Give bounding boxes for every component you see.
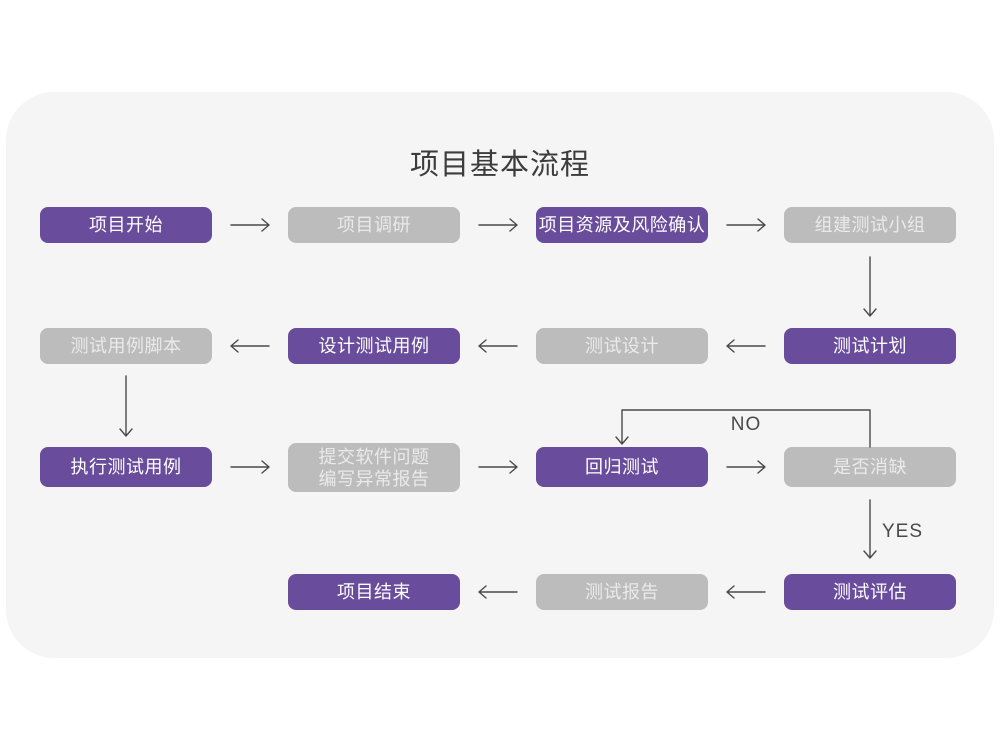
node-test-evaluation: 测试评估 — [784, 574, 956, 610]
page-title: 项目基本流程 — [409, 149, 590, 181]
flowchart-card — [6, 92, 994, 658]
node-project-end: 项目结束 — [288, 574, 460, 610]
node-build-test-team: 组建测试小组 — [784, 207, 956, 243]
edge-label-no: NO — [730, 414, 762, 435]
node-test-design: 测试设计 — [536, 328, 708, 364]
node-resources-risk: 项目资源及风险确认 — [536, 207, 708, 243]
edge-label-yes: YES — [882, 521, 924, 542]
node-design-test-cases: 设计测试用例 — [288, 328, 460, 364]
node-regression-test: 回归测试 — [536, 447, 708, 487]
node-execute-test-cases: 执行测试用例 — [40, 447, 212, 487]
node-test-report: 测试报告 — [536, 574, 708, 610]
node-project-research: 项目调研 — [288, 207, 460, 243]
node-test-case-scripts: 测试用例脚本 — [40, 328, 212, 364]
node-defect-cleared: 是否消缺 — [784, 447, 956, 487]
node-project-start: 项目开始 — [40, 207, 212, 243]
node-submit-issue-report: 提交软件问题 编写异常报告 — [288, 443, 460, 492]
node-test-plan: 测试计划 — [784, 328, 956, 364]
